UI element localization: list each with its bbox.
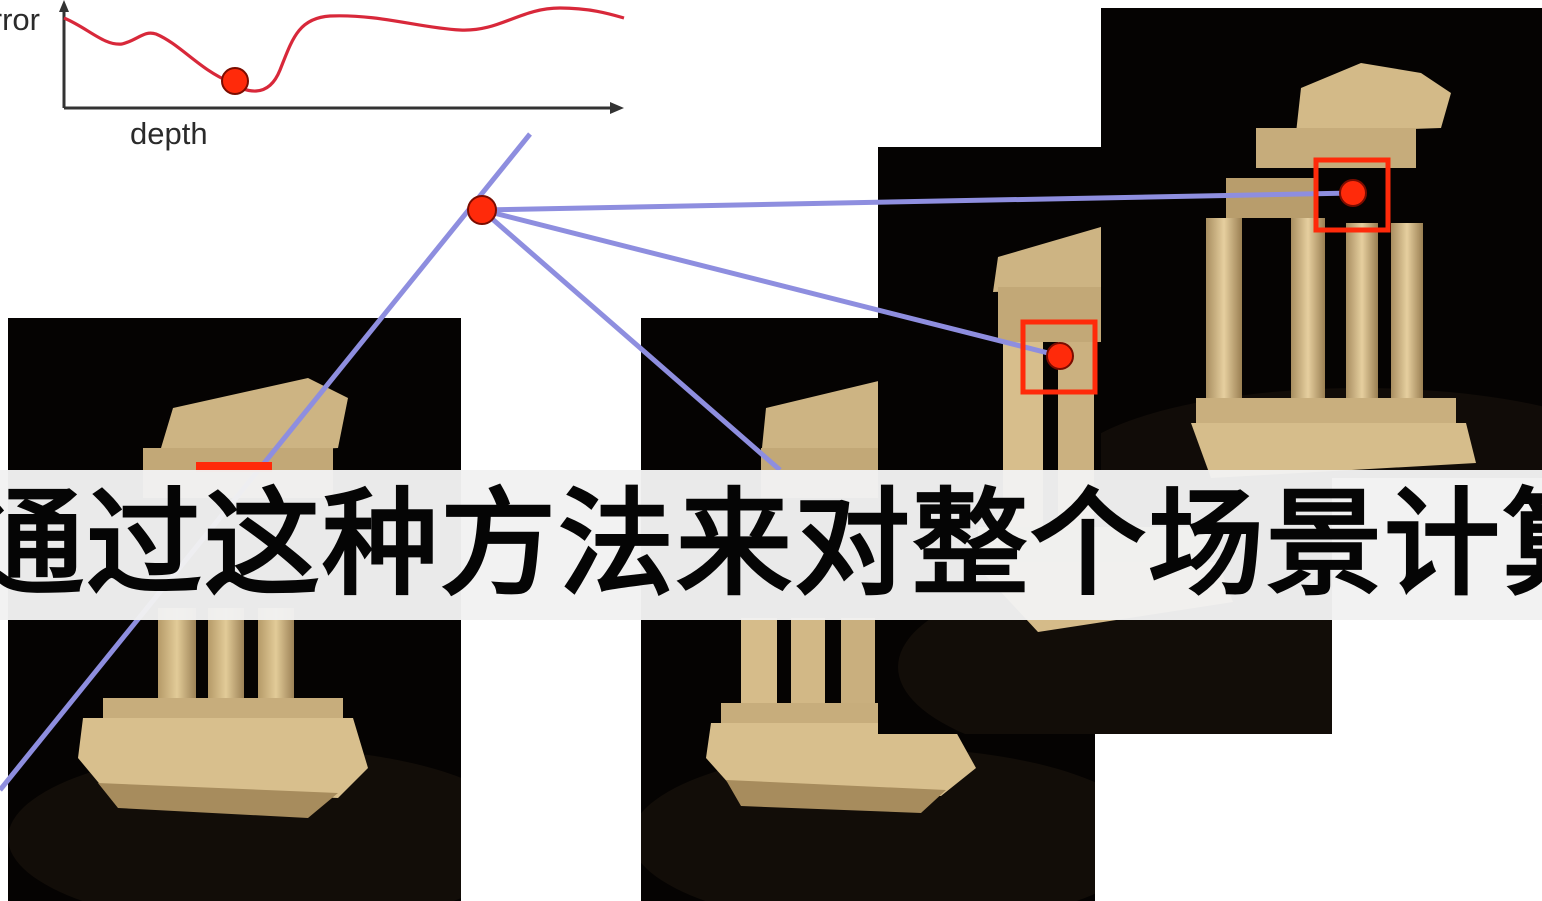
plot-x-label: depth bbox=[130, 116, 208, 151]
plot-x-arrowhead bbox=[610, 102, 624, 114]
match-point-right bbox=[1339, 179, 1367, 207]
ray-to-right-view bbox=[481, 190, 1354, 213]
match-point-mid bbox=[1046, 342, 1074, 370]
caption-band: 通过这种方法来对整个场景计算深度 bbox=[0, 470, 1542, 620]
match-box-mid bbox=[1020, 319, 1098, 395]
error-curve bbox=[63, 6, 625, 93]
scene-point bbox=[467, 195, 497, 225]
match-box-left bbox=[196, 462, 272, 472]
ray-to-center-view bbox=[480, 208, 782, 472]
error-minimum-point bbox=[221, 67, 249, 95]
match-box-right bbox=[1313, 157, 1391, 233]
caption-text: 通过这种方法来对整个场景计算深度 bbox=[0, 477, 1542, 612]
ray-to-mid-view bbox=[481, 207, 1061, 359]
plot-y-arrowhead bbox=[59, 0, 69, 12]
plot-y-label: error bbox=[0, 2, 40, 37]
temple-photo-right bbox=[1101, 8, 1542, 478]
